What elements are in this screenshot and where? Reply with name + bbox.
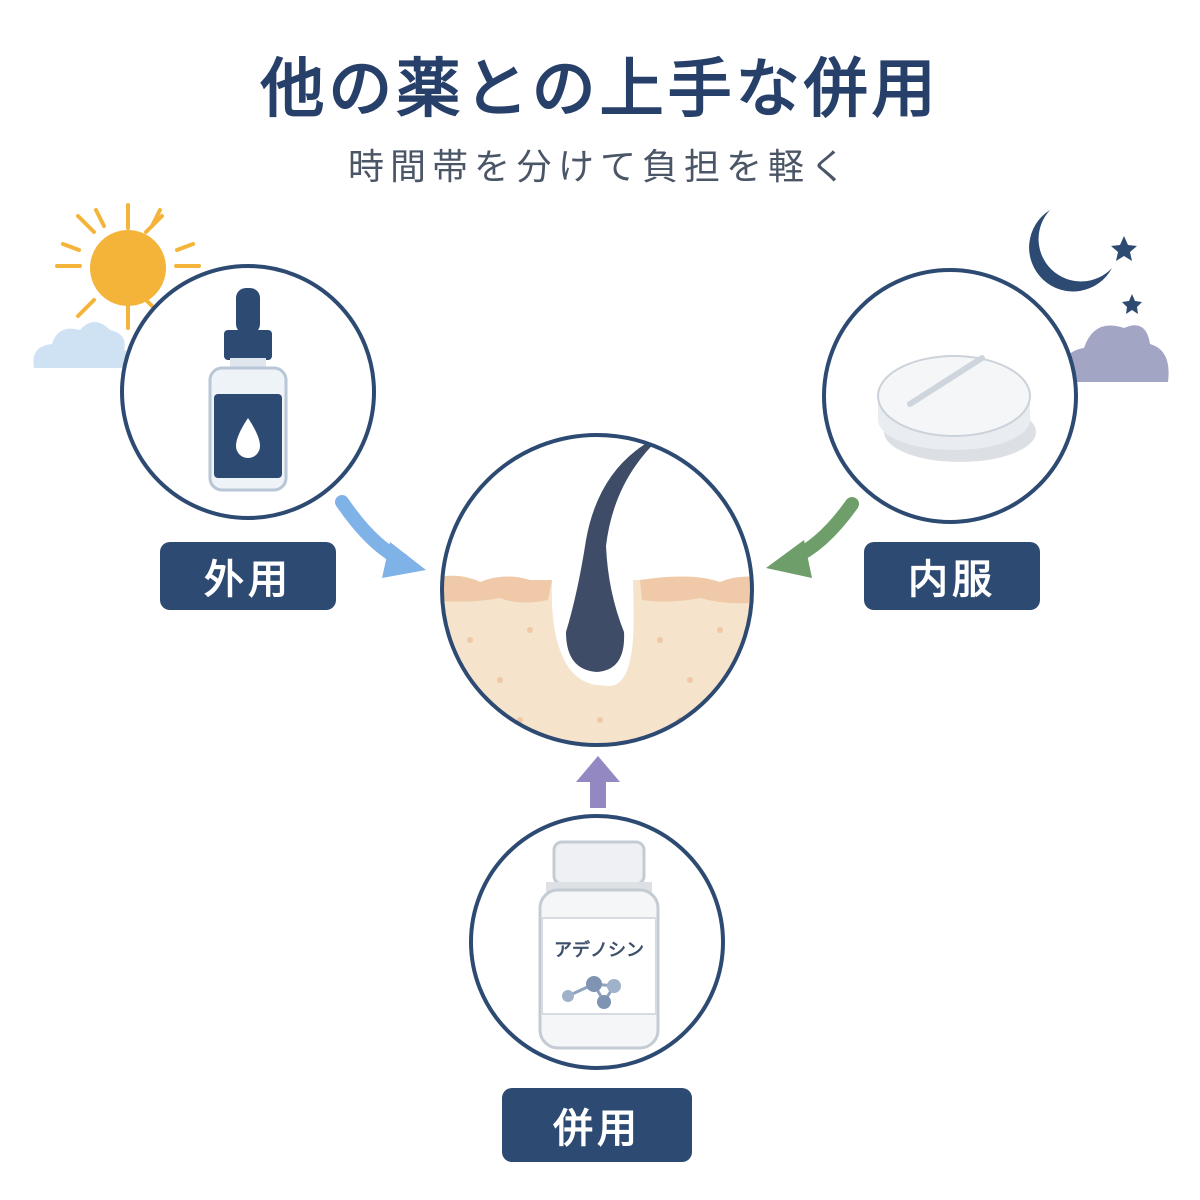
dropper-bottle-icon <box>208 288 288 492</box>
cloud-icon <box>33 322 139 368</box>
pill-tablet-icon <box>877 355 1036 462</box>
arrowhead <box>576 756 620 782</box>
bottle-label-text: アデノシン <box>554 939 644 961</box>
arrow-combined-to-center <box>590 776 606 808</box>
star-icon <box>1111 236 1137 261</box>
arrowhead <box>766 540 812 578</box>
oral-circle <box>822 268 1078 524</box>
combined-circle <box>469 814 725 1070</box>
arrowhead <box>382 542 426 578</box>
star-icon <box>1122 294 1142 314</box>
hair-follicle-circle <box>440 433 754 747</box>
page-subtitle: 時間帯を分けて負担を軽く <box>347 147 852 188</box>
topical-circle <box>120 264 376 520</box>
supplement-bottle-icon <box>538 840 660 1050</box>
label-oral: 内服 <box>864 542 1040 610</box>
page-title: 他の薬との上手な併用 <box>260 53 940 127</box>
label-topical: 外用 <box>160 542 336 610</box>
moon-icon <box>1029 210 1112 292</box>
label-combined: 併用 <box>502 1088 692 1162</box>
cloud-icon <box>1061 325 1169 382</box>
